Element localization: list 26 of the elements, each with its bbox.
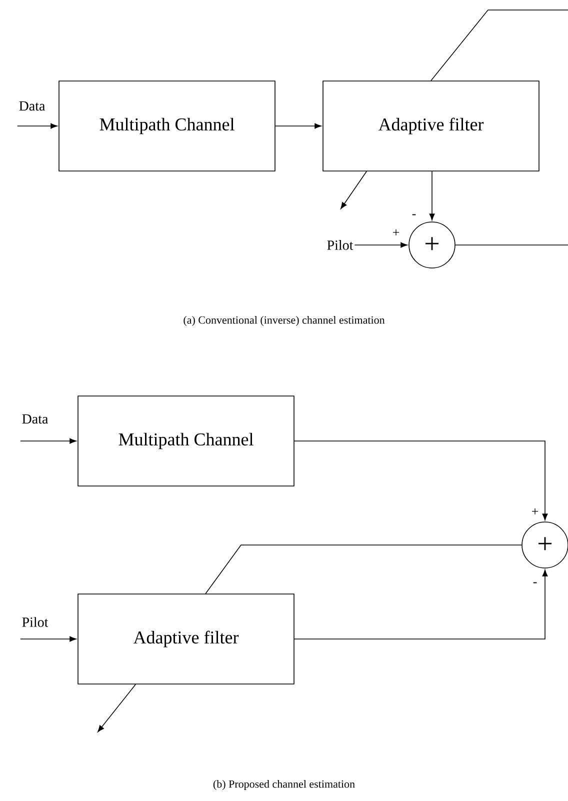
- input-label: Pilot: [22, 617, 48, 627]
- arrow: [340, 171, 367, 210]
- arrow: [294, 570, 548, 640]
- arrow: [354, 242, 408, 248]
- summing-junction: +: [408, 222, 456, 268]
- sign-label: +: [530, 508, 540, 516]
- input-label: Data: [22, 414, 48, 424]
- sign-label: +: [392, 228, 400, 238]
- block-box: Multipath Channel: [58, 80, 276, 172]
- subfigure-caption: (a) Conventional (inverse) channel estimation: [184, 316, 385, 326]
- sign-label: -: [532, 582, 538, 586]
- input-label: Pilot: [327, 240, 354, 250]
- subfigure-caption: (b) Proposed channel estimation: [213, 780, 355, 790]
- arrow: [16, 123, 58, 129]
- arrow: [98, 684, 136, 732]
- block-box: Adaptive filter: [322, 80, 540, 172]
- arrow: [20, 636, 76, 642]
- summing-junction: +: [522, 522, 568, 568]
- block-box: Multipath Channel: [78, 396, 294, 486]
- sign-label: -: [411, 214, 417, 218]
- block-box: Adaptive filter: [78, 594, 294, 684]
- arrow: [275, 123, 322, 129]
- input-label: Data: [19, 101, 46, 111]
- arrow: [20, 438, 76, 444]
- arrow: [429, 171, 435, 220]
- arrow: [294, 440, 548, 520]
